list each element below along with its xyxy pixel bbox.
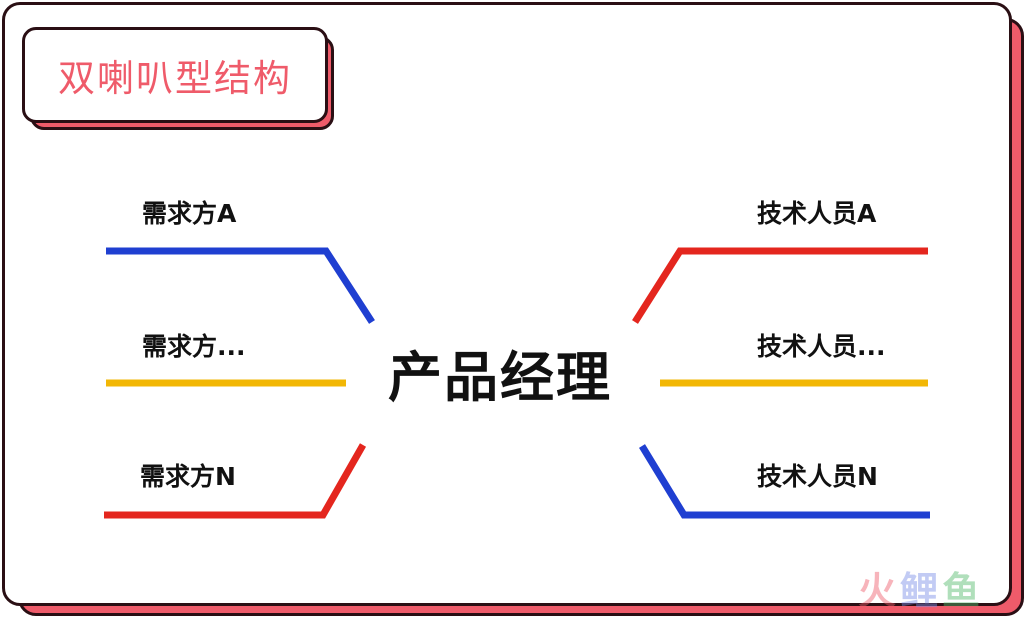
right-node-label-middle: 技术人员... (757, 332, 886, 361)
watermark-logo: 火鲤鱼 (858, 572, 984, 610)
center-node-label: 产品经理 (388, 346, 612, 409)
right-node-label-bottom: 技术人员N (757, 462, 878, 491)
right-line-bottom (639, 444, 930, 519)
left-line-top (106, 247, 375, 324)
watermark-char-2: 鲤 (900, 569, 943, 613)
title-box: 双喇叭型结构 (22, 27, 328, 123)
left-line-bottom (104, 443, 367, 519)
left-node-label-top: 需求方A (142, 199, 237, 228)
left-node-label-bottom: 需求方N (140, 462, 236, 491)
right-node-label-top: 技术人员A (757, 199, 877, 228)
right-line-top (632, 247, 928, 324)
watermark-char-3: 鱼 (942, 569, 985, 613)
left-node-label-middle: 需求方... (142, 332, 246, 361)
watermark-char-1: 火 (858, 569, 901, 613)
diagram-title: 双喇叭型结构 (58, 57, 292, 100)
